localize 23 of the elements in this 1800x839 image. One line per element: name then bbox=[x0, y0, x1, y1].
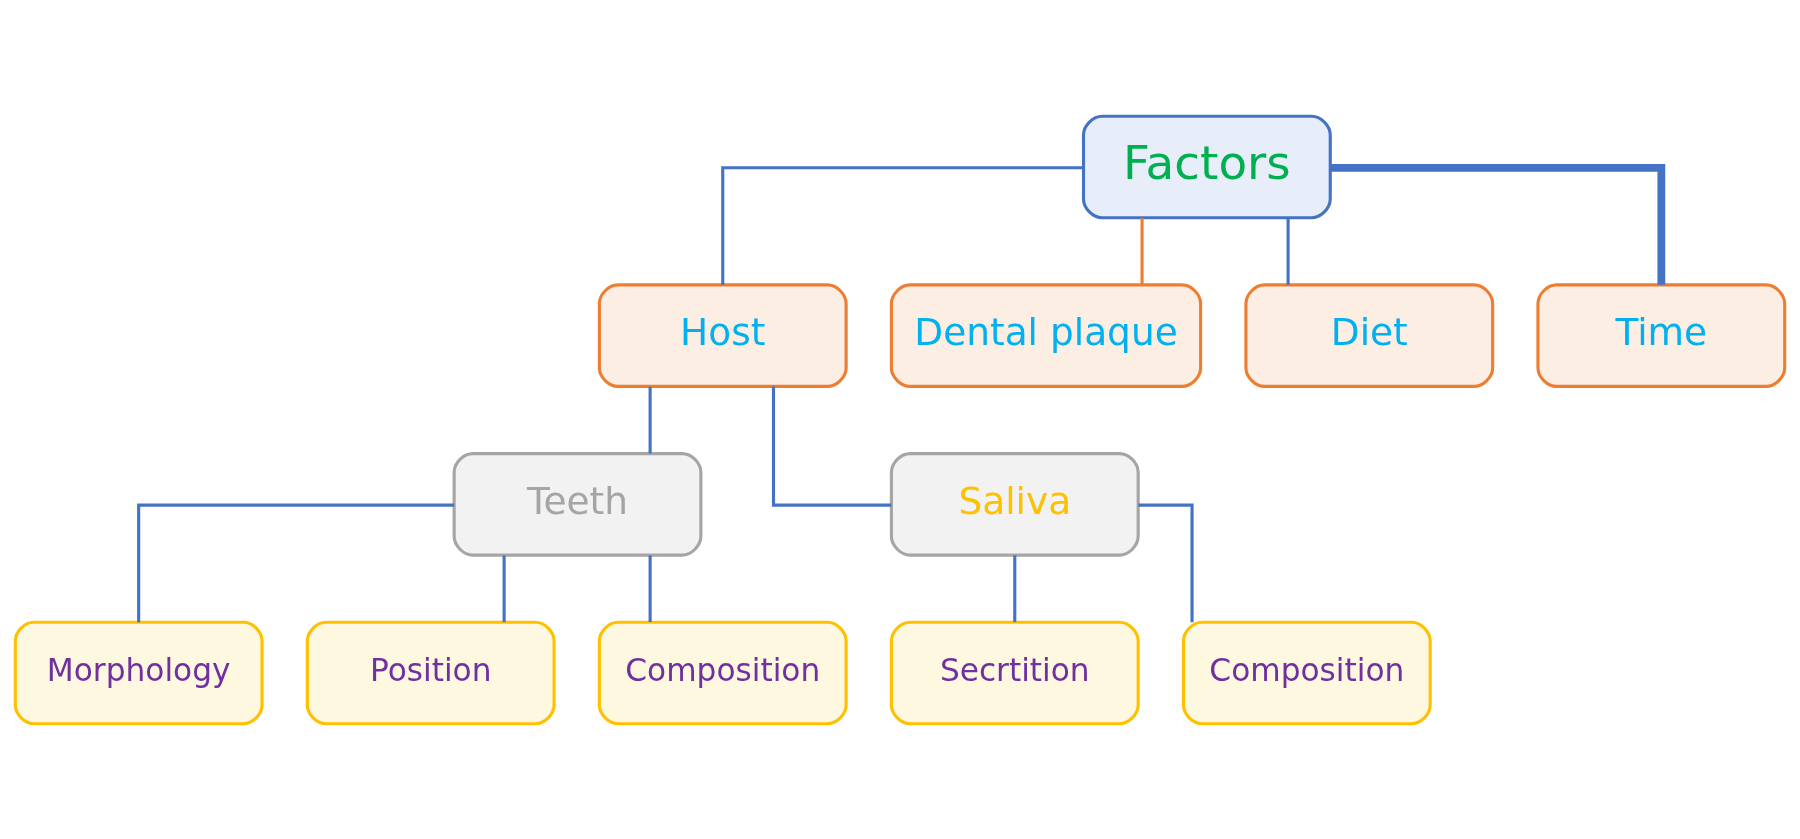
connector bbox=[1138, 503, 1194, 622]
node-box: Saliva bbox=[889, 451, 1140, 557]
connector bbox=[502, 554, 506, 622]
connector bbox=[1330, 163, 1666, 285]
connector bbox=[771, 386, 892, 507]
node-box: Dental plaque bbox=[889, 282, 1203, 388]
node-box: Morphology bbox=[13, 620, 264, 725]
node-box: Time bbox=[1536, 282, 1787, 388]
node-box: Teeth bbox=[452, 451, 703, 557]
node-box: Host bbox=[597, 282, 848, 388]
connector bbox=[648, 554, 652, 622]
node-box: Diet bbox=[1244, 282, 1495, 388]
node-box: Secrtition bbox=[889, 620, 1140, 725]
connector bbox=[1013, 554, 1017, 622]
connector bbox=[137, 503, 455, 622]
node-box: Composition bbox=[597, 620, 848, 725]
connector bbox=[1140, 217, 1144, 285]
node-box: Position bbox=[305, 620, 556, 725]
node-box: Composition bbox=[1181, 620, 1432, 725]
connector bbox=[648, 386, 652, 453]
connector bbox=[1286, 217, 1290, 285]
connector bbox=[721, 165, 1084, 285]
node-box: Factors bbox=[1081, 114, 1332, 219]
